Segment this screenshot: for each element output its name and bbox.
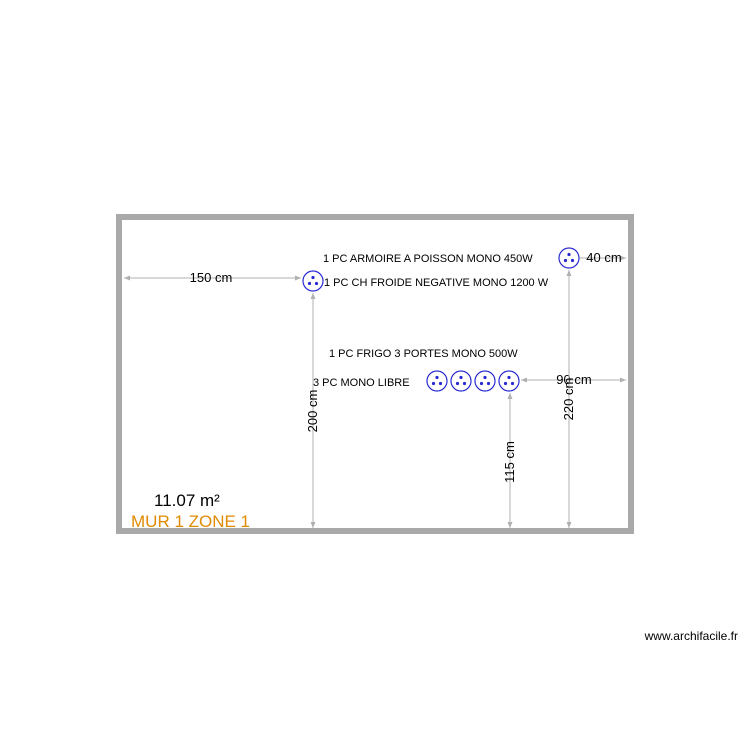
dimension-200-label: 200 cm	[305, 390, 320, 433]
socket-icon-libre-2	[450, 370, 472, 392]
dimension-220-label: 220 cm	[561, 378, 576, 421]
dimension-115-line	[507, 393, 513, 528]
label-frigo: 1 PC FRIGO 3 PORTES MONO 500W	[329, 348, 518, 360]
socket-icon-ch-froide	[302, 270, 324, 292]
watermark: www.archifacile.fr	[644, 629, 738, 643]
socket-icon-libre-3	[474, 370, 496, 392]
dimension-200-line	[310, 293, 316, 528]
dimension-115-label: 115 cm	[502, 441, 517, 483]
socket-icon-frigo	[498, 370, 520, 392]
dimension-90-label: 90 cm	[556, 372, 591, 387]
room-area: 11.07 m²	[154, 491, 220, 510]
dimension-220-line	[566, 270, 572, 528]
label-armoire: 1 PC ARMOIRE A POISSON MONO 450W	[323, 253, 533, 265]
room-wall	[116, 214, 634, 534]
socket-icon-libre-1	[426, 370, 448, 392]
dimension-40-label: 40 cm	[586, 250, 621, 265]
label-libre: 3 PC MONO LIBRE	[313, 377, 410, 389]
room-name: MUR 1 ZONE 1	[131, 512, 250, 531]
dimension-150-line	[124, 275, 301, 281]
dimension-90-line	[521, 377, 626, 383]
socket-icon-armoire	[558, 247, 580, 269]
label-ch-froide: 1 PC CH FROIDE NEGATIVE MONO 1200 W	[324, 277, 549, 289]
dimension-40-line	[580, 255, 626, 261]
dimension-150-label: 150 cm	[190, 270, 233, 285]
